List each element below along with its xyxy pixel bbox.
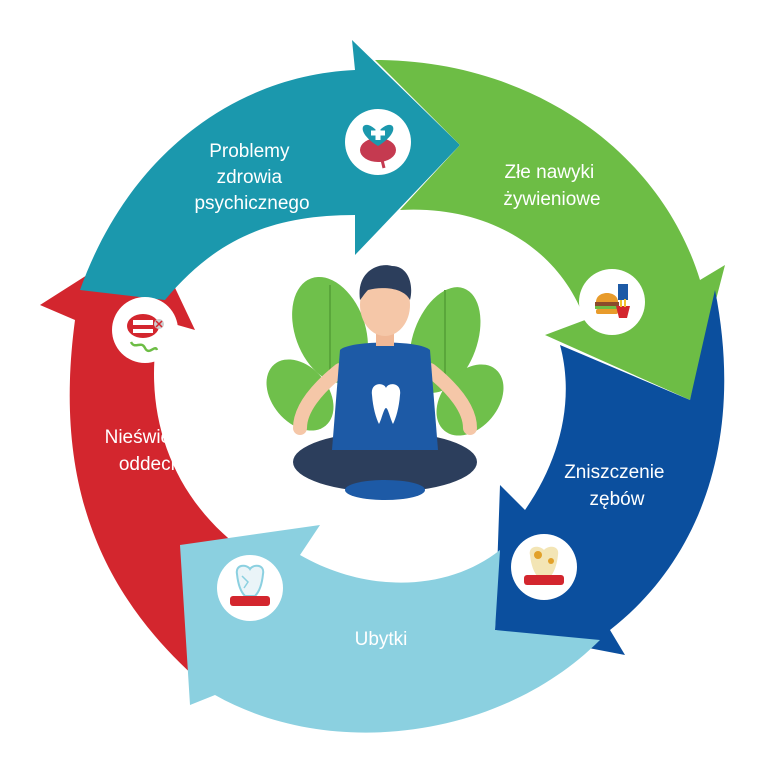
label-cavities: Ubytki <box>355 629 408 650</box>
arrow-cavities <box>180 525 600 733</box>
arrow-mental-health <box>80 40 460 300</box>
label-bad-breath: Nieświeży oddech <box>105 427 196 475</box>
cavity-tooth-icon <box>217 555 283 621</box>
label-mental-health: Problemy zdrowia psychicznego <box>194 141 309 214</box>
damaged-tooth-icon <box>511 534 577 600</box>
segment-icons <box>112 109 645 621</box>
label-diet: Złe nawyki żywieniowe <box>503 162 600 210</box>
label-teeth-destruction: Zniszczenie zębów <box>564 462 670 510</box>
bad-breath-mouth-icon <box>112 297 178 363</box>
hair <box>359 265 412 300</box>
brain-heart-icon <box>345 109 411 175</box>
tooth-icon <box>371 384 401 424</box>
meditating-man-illustration <box>266 265 504 500</box>
fast-food-icon <box>579 269 645 335</box>
segment-labels: Problemy zdrowia psychicznego Złe nawyki… <box>105 141 670 650</box>
